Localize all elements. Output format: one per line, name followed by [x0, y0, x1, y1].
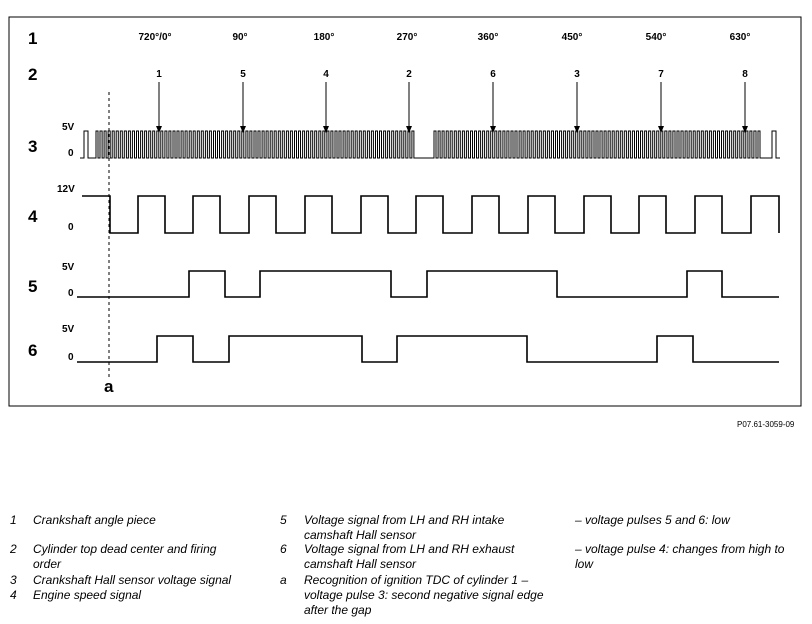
legend-text: – voltage pulse 4: changes from high to …: [575, 542, 785, 571]
angle-label: 90°: [232, 32, 247, 43]
angle-label: 720°/0°: [138, 32, 171, 43]
tdc-arrow: [490, 126, 496, 133]
signal6-low-label: 0: [68, 352, 74, 363]
legend-key: 4: [10, 588, 17, 602]
tdc-arrow: [323, 126, 329, 133]
exhaust-camshaft-signal-trace: [77, 335, 779, 363]
cylinder-label: 2: [406, 69, 412, 80]
legend-text: – voltage pulses 5 and 6: low: [575, 513, 730, 527]
tdc-arrow: [406, 126, 412, 133]
angle-label: 180°: [314, 32, 335, 43]
legend-key: 3: [10, 573, 17, 587]
intake-camshaft-signal-trace: [77, 270, 779, 298]
tdc-arrow: [658, 126, 664, 133]
legend-text: Cylinder top dead center and firing orde…: [33, 542, 217, 571]
diagram-frame: [8, 16, 802, 407]
signal5-low-label: 0: [68, 288, 74, 299]
row-label-4: 4: [28, 207, 38, 226]
cylinder-label: 7: [658, 69, 664, 80]
signal3-high-label: 5V: [62, 122, 75, 133]
row-label-5: 5: [28, 277, 37, 296]
row-label-1: 1: [28, 29, 37, 48]
legend-key: 5: [280, 513, 287, 527]
legend-text: Voltage signal from LH and RH intake cam…: [304, 513, 505, 542]
signal-traces: [77, 82, 780, 363]
angle-label: 540°: [646, 32, 667, 43]
cylinder-label: 8: [742, 69, 748, 80]
legend-text: Crankshaft Hall sensor voltage signal: [33, 573, 232, 587]
tdc-arrow: [574, 126, 580, 133]
signal6-high-label: 5V: [62, 324, 75, 335]
row-label-6: 6: [28, 341, 37, 360]
timing-diagram: 1 2 3 4 5 6 5V 0 12V 0 5V 0 5V 0 720°/0°…: [8, 16, 802, 407]
legend-key: 6: [280, 542, 287, 556]
tdc-arrow: [240, 126, 246, 133]
legend-key: a: [280, 573, 287, 587]
reference-code: P07.61-3059-09: [737, 420, 795, 429]
legend-text: Engine speed signal: [33, 588, 142, 602]
legend-key: 2: [10, 542, 17, 556]
signal4-high-label: 12V: [57, 184, 75, 195]
cylinder-label: 4: [323, 69, 329, 80]
row-label-3: 3: [28, 137, 37, 156]
tdc-arrow: [156, 126, 162, 133]
cylinder-label: 5: [240, 69, 246, 80]
signal3-low-label: 0: [68, 148, 74, 159]
legend-text: Voltage signal from LH and RH exhaust ca…: [304, 542, 515, 571]
angle-label: 630°: [730, 32, 751, 43]
marker-a-label: a: [104, 377, 114, 396]
row-label-2: 2: [28, 65, 37, 84]
signal4-low-label: 0: [68, 222, 74, 233]
cylinder-label: 3: [574, 69, 580, 80]
crankshaft-signal-trace: [80, 130, 780, 159]
angle-label: 450°: [562, 32, 583, 43]
angle-label: 270°: [397, 32, 418, 43]
engine-speed-signal-trace: [82, 195, 780, 234]
legend-text: Crankshaft angle piece: [33, 513, 156, 527]
cylinder-label: 1: [156, 69, 162, 80]
signal5-high-label: 5V: [62, 262, 75, 273]
legend-key: 1: [10, 513, 17, 527]
tdc-arrow: [742, 126, 748, 133]
legend-text: Recognition of ignition TDC of cylinder …: [304, 573, 544, 617]
angle-label: 360°: [478, 32, 499, 43]
cylinder-label: 6: [490, 69, 496, 80]
